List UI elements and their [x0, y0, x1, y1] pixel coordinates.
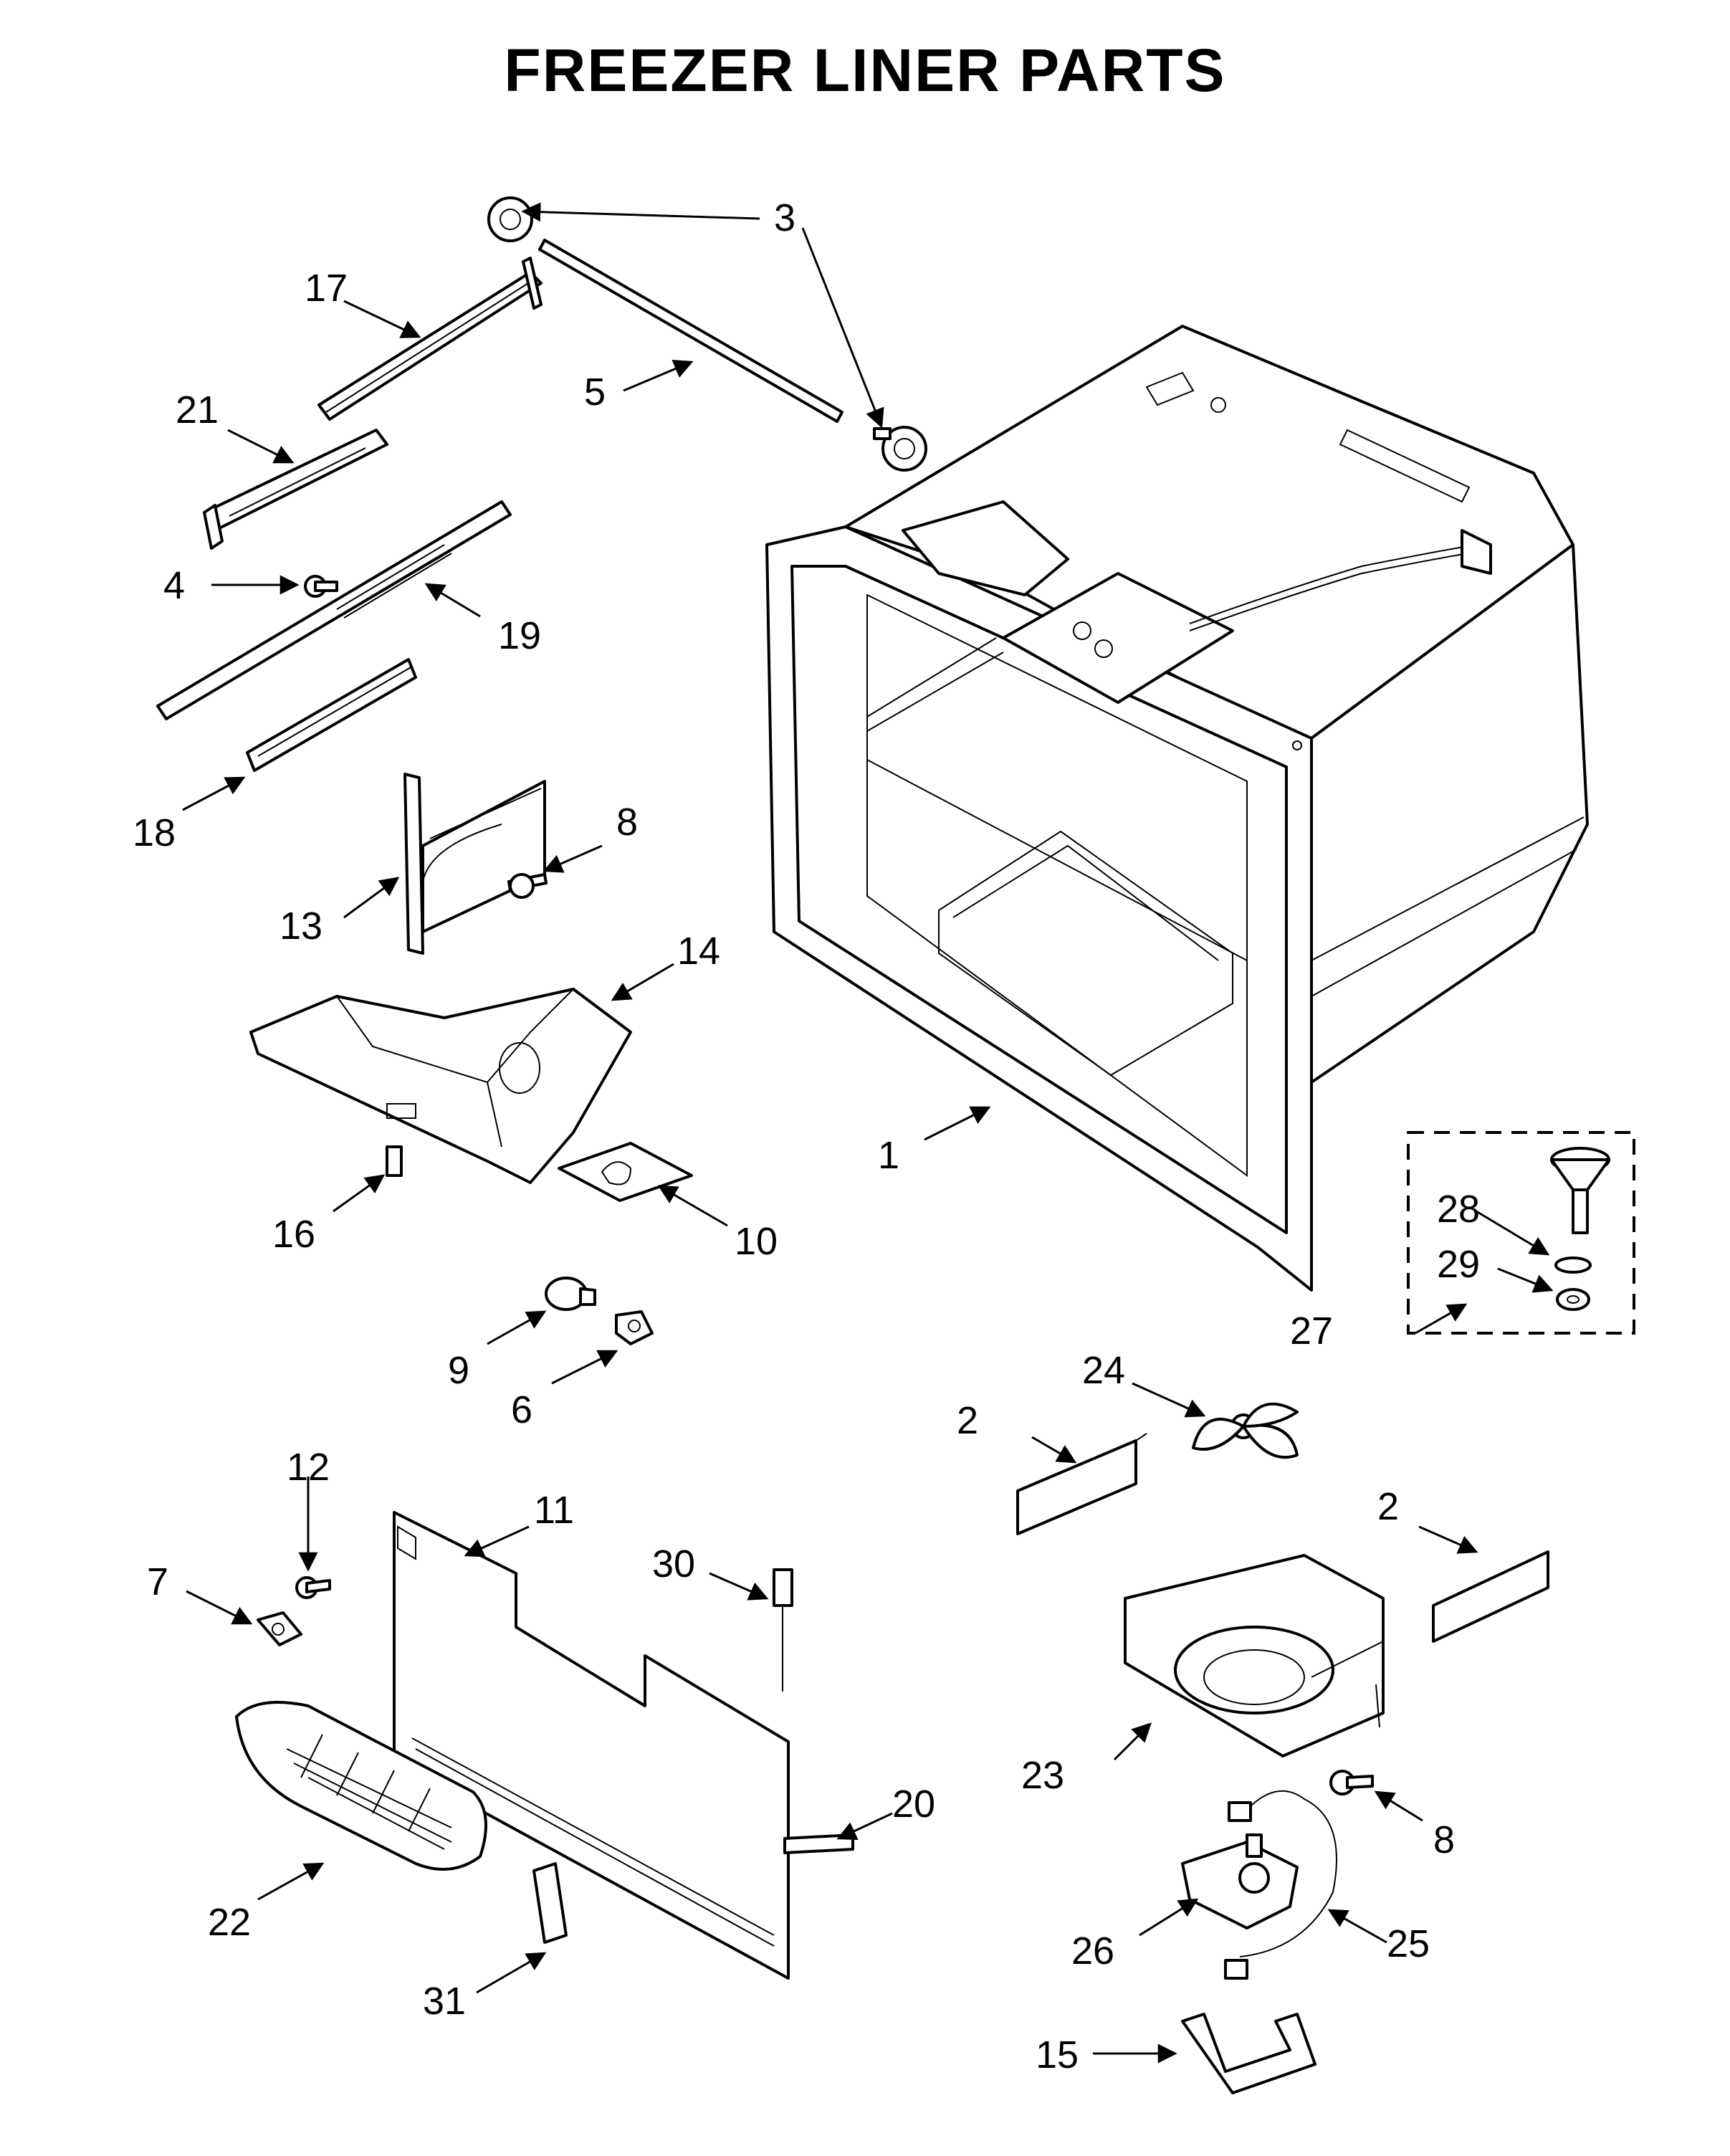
- callout-15: 15: [1036, 2033, 1079, 2076]
- callout-9: 9: [448, 1349, 469, 1392]
- part-3-gear-bottom: [873, 426, 927, 472]
- part-3-gear-top: [487, 196, 533, 242]
- callout-26: 26: [1071, 1930, 1114, 1973]
- callout-8-upper: 8: [616, 801, 638, 844]
- callout-11: 11: [534, 1489, 574, 1532]
- callout-2-right: 2: [1377, 1485, 1399, 1528]
- part-19-rail: [156, 500, 512, 720]
- callout-23: 23: [1021, 1754, 1064, 1797]
- part-21-bracket: [203, 429, 388, 550]
- callout-4: 4: [163, 564, 185, 607]
- part-16-clip: [386, 1145, 403, 1177]
- callout-8-lower: 8: [1433, 1818, 1455, 1861]
- callout-25: 25: [1387, 1922, 1430, 1965]
- part-25-wire-harness: [1224, 1790, 1337, 1980]
- part-18-rail: [246, 658, 417, 772]
- part-7-bracket: [257, 1611, 302, 1646]
- callout-16: 16: [272, 1213, 315, 1256]
- part-23-fan-shroud: [1124, 1554, 1385, 1757]
- callout-1: 1: [878, 1134, 899, 1177]
- callout-18: 18: [133, 811, 176, 854]
- callout-12: 12: [287, 1446, 330, 1489]
- callout-21: 21: [176, 388, 219, 431]
- part-29-ring: [1554, 1256, 1592, 1311]
- callout-3: 3: [774, 196, 795, 239]
- part-22-grille: [235, 1701, 487, 1871]
- part-17-slide-rail: [317, 257, 543, 421]
- callout-7: 7: [147, 1560, 168, 1603]
- page-title: FREEZER LINER PARTS: [504, 37, 1226, 104]
- callout-20: 20: [892, 1783, 935, 1826]
- part-28-fitting: [1550, 1147, 1610, 1234]
- part-26-fan-motor: [1181, 1833, 1299, 1930]
- part-9-bulb: [545, 1277, 596, 1311]
- callout-22: 22: [208, 1901, 251, 1944]
- callout-13: 13: [279, 905, 322, 948]
- callout-27: 27: [1290, 1310, 1333, 1353]
- part-30-sensor: [773, 1568, 793, 1692]
- part-14-cover: [249, 988, 632, 1184]
- callout-24: 24: [1082, 1349, 1125, 1392]
- part-20-rod: [783, 1833, 854, 1854]
- part-2-foam-pad-right: [1432, 1550, 1549, 1643]
- part-24-fan-blade: [1192, 1402, 1299, 1459]
- part-4-screw: [304, 575, 338, 598]
- callout-labels: 3 17 5 21 4 19 18 8 13 14 1 16 10 28 29 …: [133, 196, 1480, 2076]
- part-8-screw-upper: [507, 873, 548, 899]
- callout-19: 19: [498, 614, 541, 657]
- part-6-socket: [615, 1310, 654, 1345]
- part-12-screw: [295, 1576, 331, 1599]
- part-2-foam-pad-left: [1016, 1433, 1147, 1535]
- leader-lines: [182, 202, 1554, 2064]
- part-27-kit-box: [1407, 1131, 1635, 1335]
- callout-29: 29: [1437, 1243, 1480, 1286]
- part-8-screw-lower: [1329, 1770, 1374, 1795]
- callout-31: 31: [423, 1980, 466, 2023]
- part-freezer-liner: [765, 325, 1589, 1292]
- callout-6: 6: [511, 1388, 532, 1431]
- callout-5: 5: [584, 371, 606, 414]
- callout-10: 10: [735, 1220, 778, 1263]
- callout-14: 14: [677, 930, 720, 973]
- part-15-motor-bracket: [1181, 2013, 1316, 2094]
- callout-2-left: 2: [957, 1399, 978, 1442]
- callout-28: 28: [1437, 1188, 1480, 1231]
- part-11-rear-panel: [393, 1511, 790, 1980]
- part-13-bracket: [403, 773, 546, 955]
- part-5-shaft-rod: [538, 239, 844, 423]
- callout-30: 30: [652, 1542, 695, 1585]
- callout-17: 17: [305, 267, 348, 310]
- part-10-label: [558, 1142, 693, 1202]
- part-31-clip: [532, 1862, 568, 1944]
